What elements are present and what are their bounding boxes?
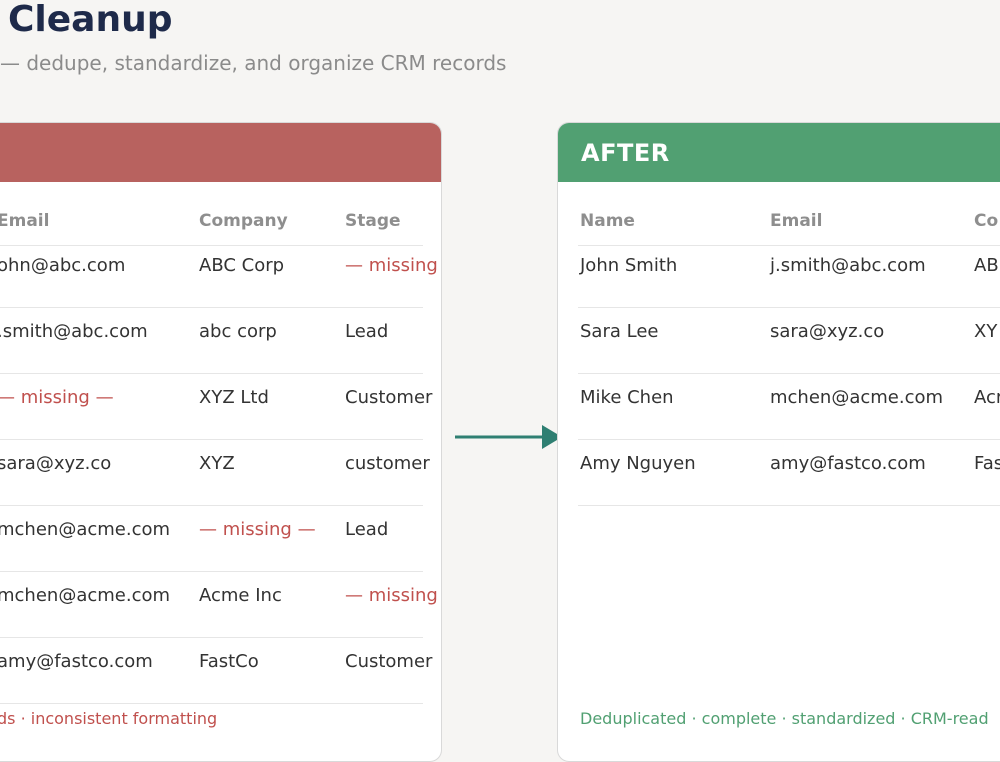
before-row-3-stage: Customer	[345, 387, 433, 408]
before-row-7-company: FastCo	[199, 651, 259, 672]
after-row-2-name: Sara Lee	[580, 321, 659, 342]
right-arrow-icon	[455, 425, 562, 449]
after-row-4-email: amy@fastco.com	[770, 453, 926, 474]
before-panel-header	[0, 123, 441, 182]
before-row-1-email: ohn@abc.com	[0, 255, 126, 276]
before-footer-note: ds · inconsistent formatting	[0, 709, 218, 728]
before-panel: Email Company Stage ohn@abc.com ABC Corp…	[0, 122, 442, 762]
after-row-4-name: Amy Nguyen	[580, 453, 696, 474]
before-row-7-stage: Customer	[345, 651, 433, 672]
after-row-1-company: AB	[974, 255, 999, 276]
row-divider	[0, 505, 423, 506]
before-row-1-stage: — missing —	[345, 255, 441, 276]
row-divider	[0, 703, 423, 704]
after-row-1-name: John Smith	[580, 255, 678, 276]
row-divider	[578, 373, 1000, 374]
after-header-company: Co	[974, 211, 999, 231]
before-row-5-email: mchen@acme.com	[0, 519, 171, 540]
before-row-3-company: XYZ Ltd	[199, 387, 269, 408]
row-divider	[0, 637, 423, 638]
before-header-email: Email	[0, 211, 50, 231]
after-row-3-company: Acr	[974, 387, 1000, 408]
before-row-6-email: mchen@acme.com	[0, 585, 171, 606]
before-row-4-stage: customer	[345, 453, 430, 474]
after-row-2-company: XY	[974, 321, 998, 342]
before-row-4-company: XYZ	[199, 453, 235, 474]
row-divider	[0, 245, 423, 246]
page-subtitle: — dedupe, standardize, and organize CRM …	[0, 51, 507, 75]
after-footer-note: Deduplicated · complete · standardized ·…	[580, 709, 989, 728]
before-row-6-stage: — missing —	[345, 585, 441, 606]
row-divider	[578, 505, 1000, 506]
before-row-4-email: sara@xyz.co	[0, 453, 112, 474]
before-row-5-company: — missing —	[199, 519, 316, 540]
before-row-5-stage: Lead	[345, 519, 389, 540]
after-row-2-email: sara@xyz.co	[770, 321, 885, 342]
before-row-3-email: — missing —	[0, 387, 114, 408]
after-row-3-name: Mike Chen	[580, 387, 674, 408]
row-divider	[578, 307, 1000, 308]
page-title: Cleanup	[8, 0, 173, 40]
before-header-stage: Stage	[345, 211, 401, 231]
row-divider	[0, 373, 423, 374]
after-row-1-email: j.smith@abc.com	[770, 255, 926, 276]
before-row-1-company: ABC Corp	[199, 255, 285, 276]
before-row-7-email: amy@fastco.com	[0, 651, 153, 672]
after-row-4-company: Fas	[974, 453, 1000, 474]
before-header-company: Company	[199, 211, 288, 231]
row-divider	[0, 307, 423, 308]
after-panel: AFTER Name Email Co John Smith j.smith@a…	[557, 122, 1000, 762]
row-divider	[0, 571, 423, 572]
after-row-3-email: mchen@acme.com	[770, 387, 944, 408]
before-row-6-company: Acme Inc	[199, 585, 282, 606]
after-header-email: Email	[770, 211, 823, 231]
row-divider	[578, 439, 1000, 440]
row-divider	[578, 245, 1000, 246]
after-panel-header: AFTER	[558, 123, 1000, 182]
before-row-2-company: abc corp	[199, 321, 277, 342]
before-row-2-email: .smith@abc.com	[0, 321, 148, 342]
before-row-2-stage: Lead	[345, 321, 389, 342]
after-header-name: Name	[580, 211, 635, 231]
row-divider	[0, 439, 423, 440]
